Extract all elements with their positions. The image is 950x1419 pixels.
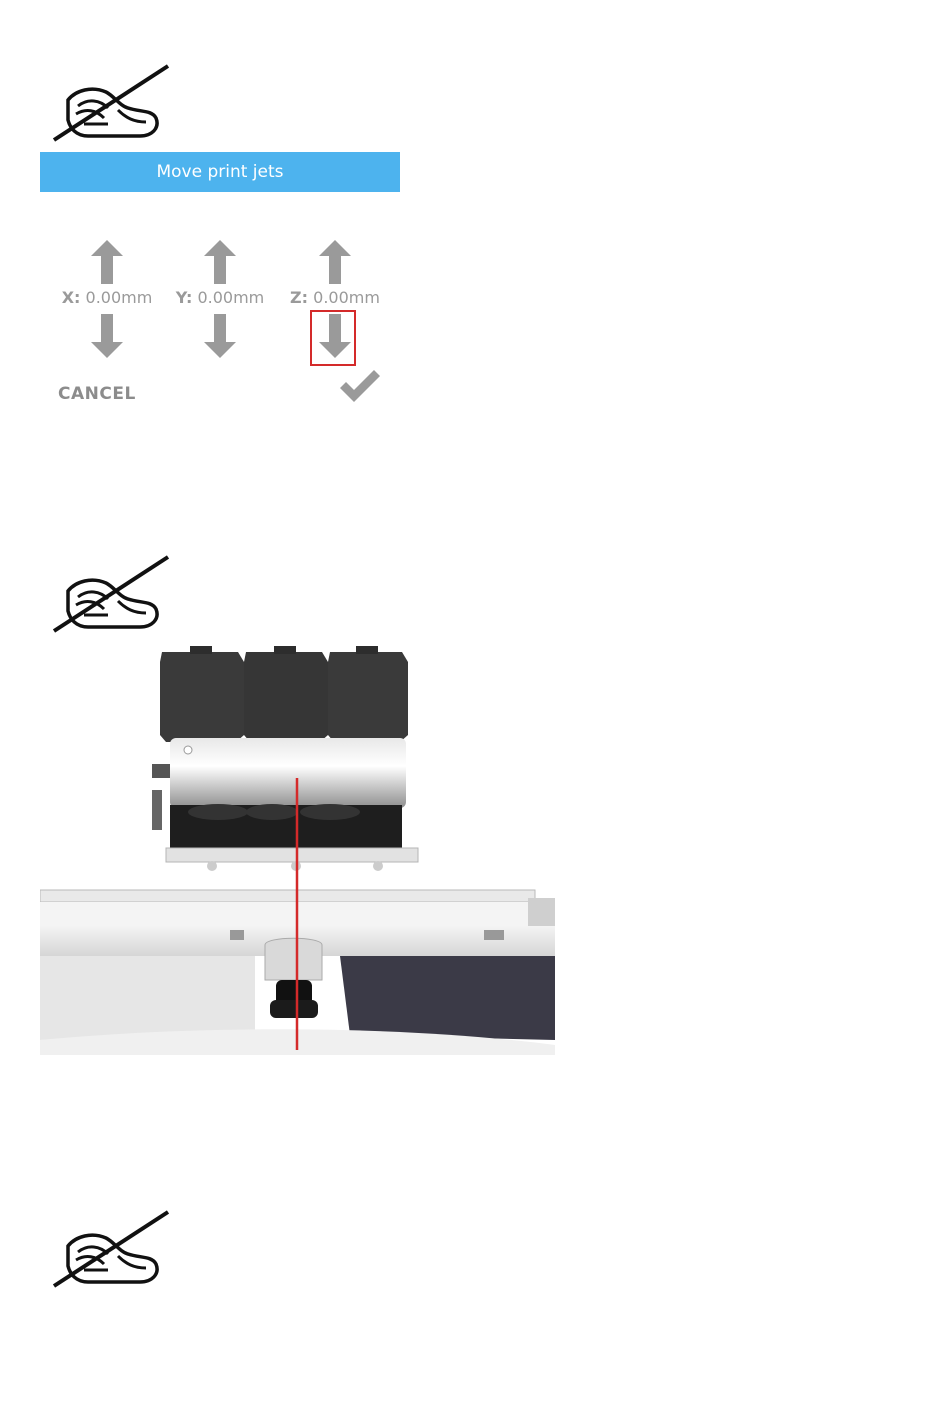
x-label: X: (62, 288, 81, 307)
y-label: Y: (176, 288, 193, 307)
move-print-jets-panel: Move print jets X: 0.00mm Y: 0.00mm (40, 152, 400, 422)
z-down-highlight-box (310, 310, 356, 366)
x-axis-control: X: 0.00mm (52, 240, 162, 362)
arrow-down-icon (87, 314, 127, 358)
y-readout: Y: 0.00mm (165, 288, 275, 307)
x-down-button[interactable] (87, 314, 127, 358)
x-readout: X: 0.00mm (52, 288, 162, 307)
arrow-down-icon (200, 314, 240, 358)
hand-writing-note-icon (48, 553, 178, 633)
printer-illustration (40, 640, 555, 1055)
cancel-button[interactable]: CANCEL (58, 384, 136, 404)
arrow-up-icon (315, 240, 355, 284)
z-label: Z: (290, 288, 308, 307)
y-down-button[interactable] (200, 314, 240, 358)
y-axis-control: Y: 0.00mm (165, 240, 275, 362)
x-up-button[interactable] (87, 240, 127, 284)
y-up-button[interactable] (200, 240, 240, 284)
panel-title: Move print jets (40, 152, 400, 192)
arrow-up-icon (87, 240, 127, 284)
x-value: 0.00mm (86, 288, 153, 307)
z-up-button[interactable] (315, 240, 355, 284)
confirm-button[interactable] (338, 368, 382, 404)
y-value: 0.00mm (197, 288, 264, 307)
hand-writing-note-icon (48, 1208, 178, 1288)
z-value: 0.00mm (313, 288, 380, 307)
hand-writing-note-icon (48, 62, 178, 142)
checkmark-icon (338, 368, 382, 404)
z-readout: Z: 0.00mm (280, 288, 390, 307)
arrow-up-icon (200, 240, 240, 284)
